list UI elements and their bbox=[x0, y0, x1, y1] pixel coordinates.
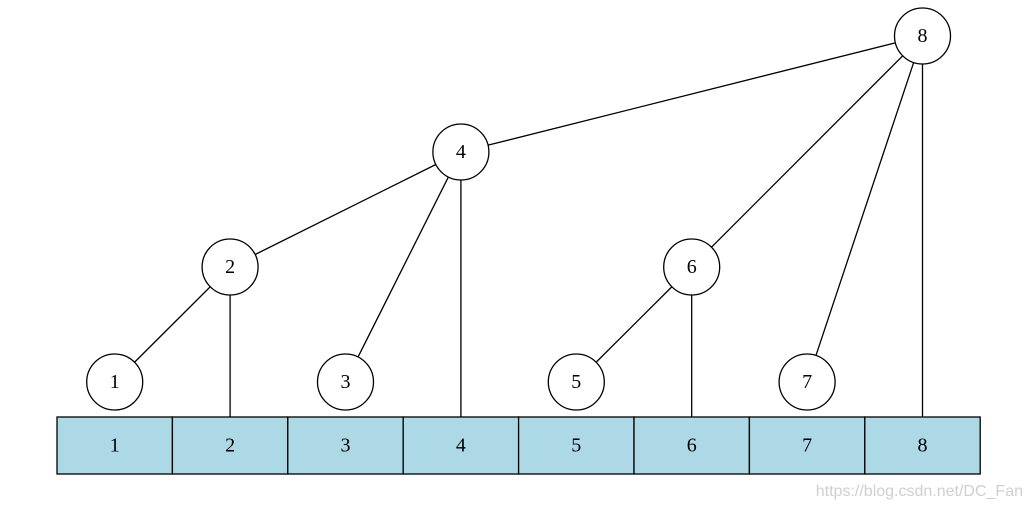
array-cell-label: 2 bbox=[225, 435, 235, 457]
array-cell-7 bbox=[748, 416, 866, 475]
watermark: https://blog.csdn.net/DC_Fan bbox=[815, 483, 1023, 500]
edge-n2-n4 bbox=[254, 163, 437, 256]
edge-n1-n2 bbox=[134, 286, 211, 363]
tree-node-3 bbox=[316, 353, 375, 411]
tree-edges bbox=[134, 42, 924, 417]
array-cell-label: 5 bbox=[571, 435, 581, 457]
edge-n3-n4 bbox=[357, 176, 449, 358]
tree-node-5 bbox=[547, 353, 605, 411]
array-cell-label: 3 bbox=[341, 435, 351, 457]
edge-n5-n6 bbox=[595, 286, 673, 363]
array-cells: 1 2 3 4 5 6 7 8 bbox=[56, 416, 981, 475]
array-cell-6 bbox=[633, 416, 751, 475]
tree-node-6 bbox=[663, 238, 721, 296]
tree-node-4 bbox=[432, 123, 490, 181]
tree-nodes: 1 2 3 4 5 6 7 8 bbox=[86, 7, 952, 411]
tree-node-label: 5 bbox=[571, 371, 581, 393]
tree-node-label: 6 bbox=[687, 256, 697, 278]
array-cell-8 bbox=[864, 416, 981, 475]
array-cell-1 bbox=[56, 416, 174, 475]
tree-node-8 bbox=[893, 7, 952, 65]
array-cell-4 bbox=[402, 416, 520, 475]
tree-node-label: 3 bbox=[341, 371, 351, 393]
tree-node-label: 4 bbox=[456, 141, 466, 163]
tree-node-label: 8 bbox=[918, 25, 928, 47]
tree-node-label: 1 bbox=[110, 371, 120, 393]
array-cell-label: 7 bbox=[802, 435, 812, 457]
edge-n7-n8 bbox=[815, 62, 915, 356]
tree-node-7 bbox=[778, 353, 836, 411]
array-cell-label: 8 bbox=[918, 435, 928, 457]
array-cell-5 bbox=[517, 416, 635, 475]
tree-node-label: 2 bbox=[225, 256, 235, 278]
edge-n4-n8 bbox=[487, 42, 896, 146]
tree-node-1 bbox=[86, 353, 144, 411]
tree-node-label: 7 bbox=[802, 371, 812, 393]
array-cell-label: 1 bbox=[110, 435, 120, 457]
array-cell-label: 4 bbox=[456, 435, 466, 457]
tree-node-2 bbox=[201, 238, 259, 296]
array-cell-label: 6 bbox=[687, 435, 697, 457]
edge-n6-n8 bbox=[711, 55, 904, 248]
array-cell-2 bbox=[171, 416, 289, 475]
